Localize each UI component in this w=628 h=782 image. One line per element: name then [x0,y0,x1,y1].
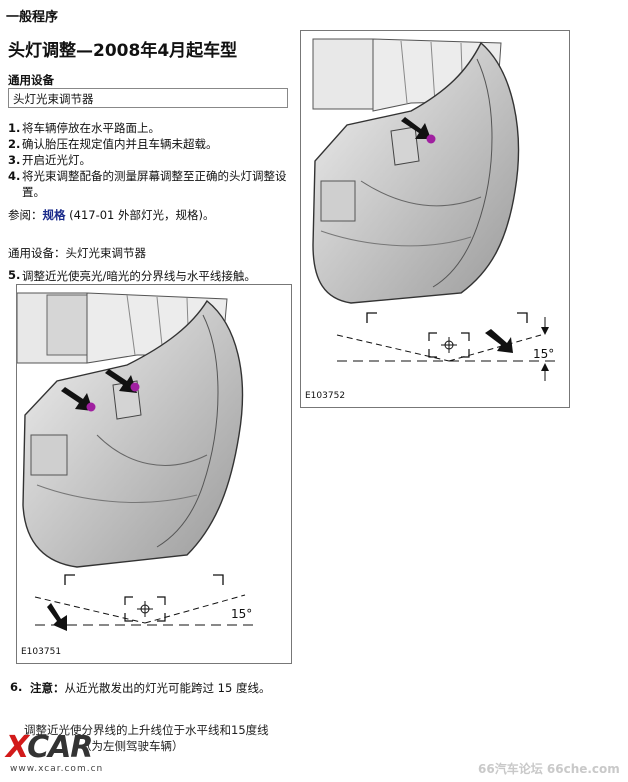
reference-line: 参阅：规格 (417-01 外部灯光，规格)。 [8,208,215,222]
step-5: 5.调整近光使亮光/暗光的分界线与水平线接触。 [8,268,256,283]
headlamp-illustration-2 [312,38,561,381]
watermark: 66汽车论坛 66che.com [478,762,620,776]
figure-id-2: E103752 [305,391,346,401]
step-3: 3.开启近光灯。 [8,153,91,167]
steps-list: 1.将车辆停放在水平路面上。 2.确认胎压在规定值内并且车辆未超载。 3.开启近… [8,120,290,200]
angle-label-1: 15° [231,607,253,621]
page-title: 头灯调整—2008年4月起车型 [8,41,238,61]
xcar-logo: XCAR [6,730,93,765]
figure-e103752: 15° E103752 [300,30,570,408]
equipment-item: 头灯光束调节器 [8,88,288,108]
step-1: 1.将车辆停放在水平路面上。 [8,121,160,135]
step-4: 4.将光束调整配备的测量屏幕调整至正确的头灯调整设置。 [8,169,287,199]
note-step-6: 6.注意：从近光散发出的灯光可能跨过 15 度线。 [10,680,271,695]
figure-e103751: 15° E103751 [16,284,292,664]
figure-id-1: E103751 [21,647,62,657]
equipment-line: 通用设备：头灯光束调节器 [8,246,146,260]
step-2: 2.确认胎压在规定值内并且车辆未超载。 [8,137,218,151]
section-title: 一般程序 [6,10,59,25]
equipment-heading: 通用设备 [8,73,54,87]
specification-link[interactable]: 规格 [42,208,66,222]
adjust-text: 调整近光使分界线的上升线位于水平线和15度线 （为左侧驾驶车辆） [24,723,269,753]
angle-label-2: 15° [533,347,555,361]
site-url: www.xcar.com.cn [10,764,104,774]
headlamp-illustration-1 [17,292,259,631]
